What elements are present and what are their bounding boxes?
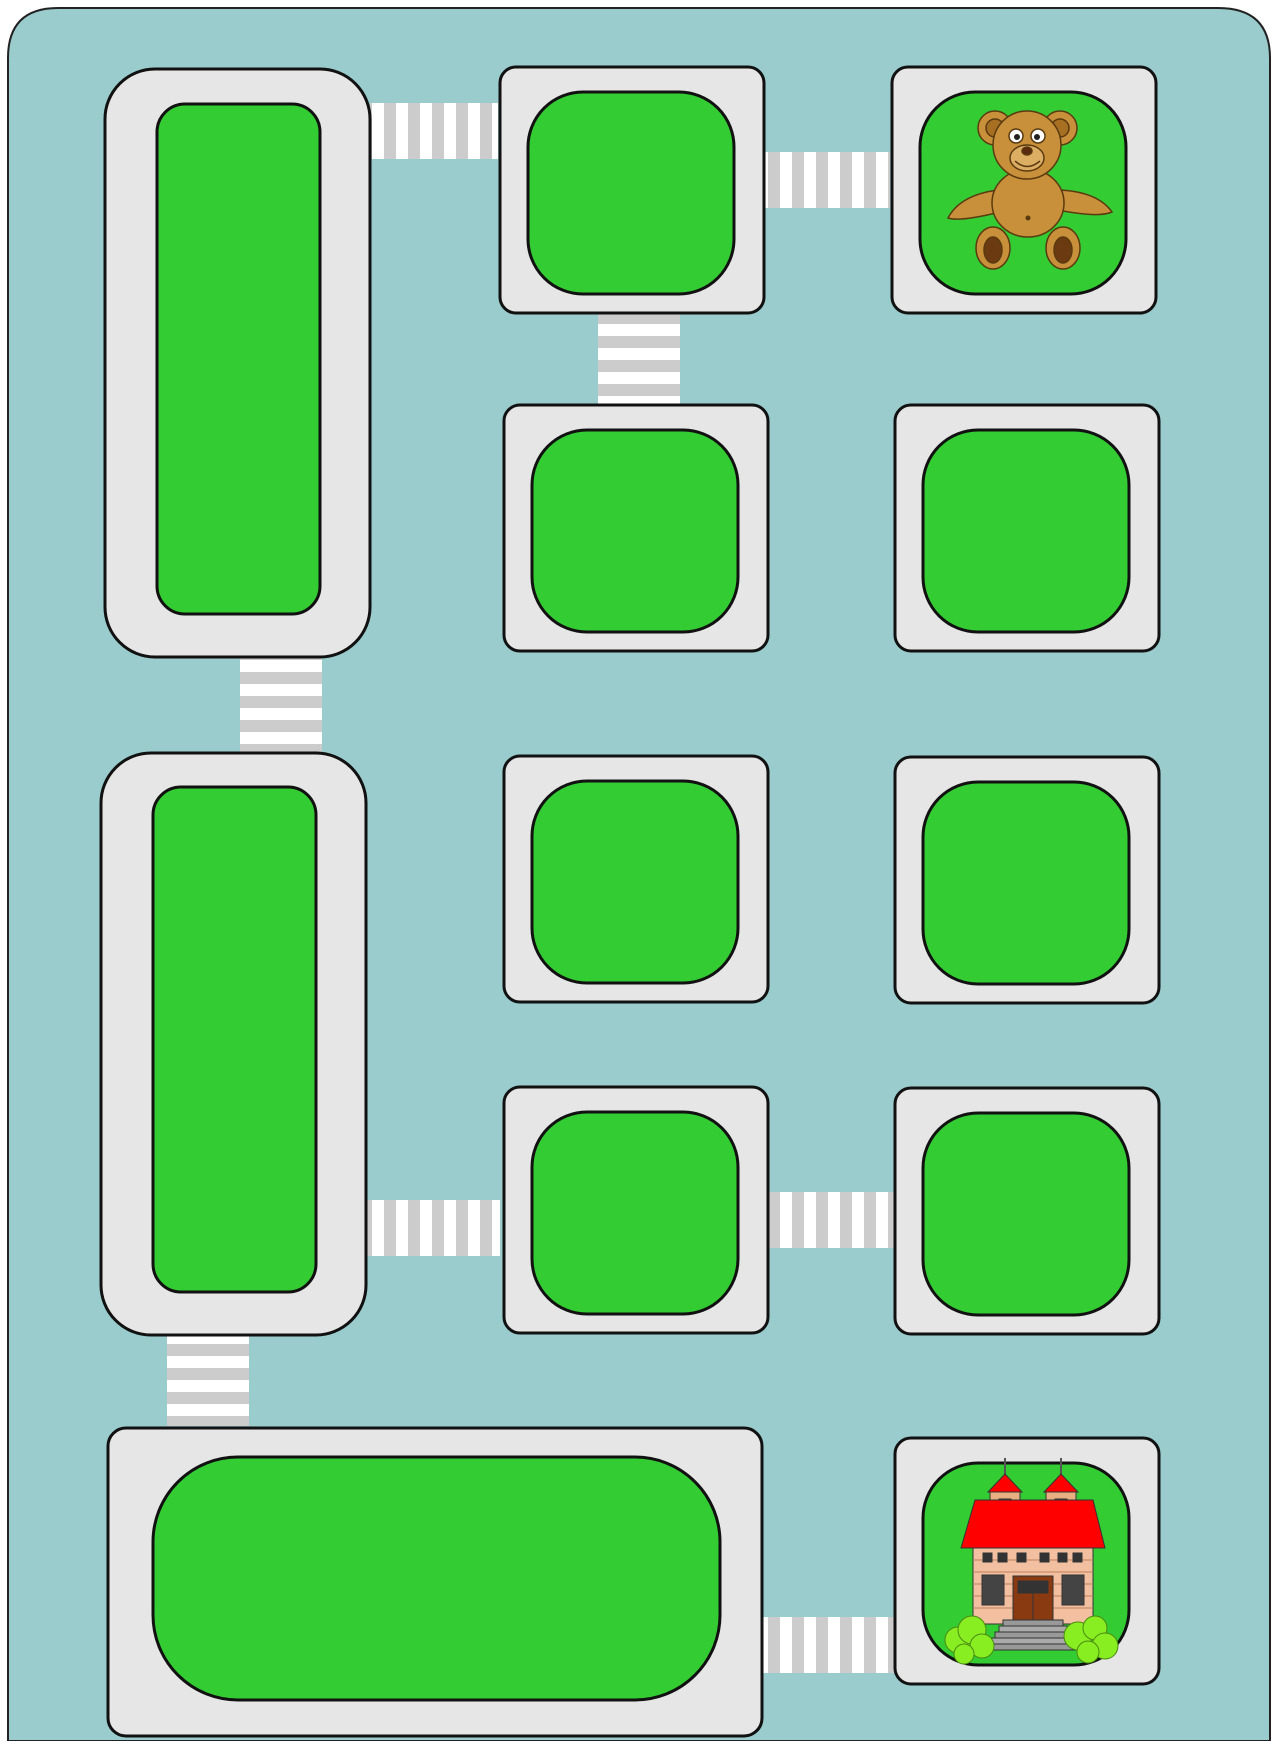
block-square-row3-right[interactable]: [895, 757, 1159, 1003]
block-tall-left-mid[interactable]: [101, 753, 366, 1335]
grass-patch: [528, 92, 734, 294]
crosswalk-h-2[interactable]: [762, 152, 890, 208]
grass-patch: [153, 1457, 720, 1700]
grass-patch: [157, 104, 320, 614]
block-square-row2-right[interactable]: [895, 405, 1159, 651]
block-square-row2-mid[interactable]: [504, 405, 768, 651]
crosswalk-h-3[interactable]: [366, 1200, 500, 1256]
block-square-top-mid[interactable]: [500, 67, 764, 313]
block-tall-left-top[interactable]: [105, 69, 370, 657]
block-square-row4-right[interactable]: [895, 1088, 1159, 1334]
crosswalk-v-3[interactable]: [167, 1330, 249, 1426]
grass-patch: [153, 787, 316, 1292]
grass-patch: [923, 1113, 1129, 1315]
block-square-row4-mid[interactable]: [504, 1087, 768, 1333]
crosswalk-v-2[interactable]: [240, 655, 322, 755]
grass-patch: [532, 781, 738, 983]
grass-patch: [923, 430, 1129, 632]
crosswalk-v-1[interactable]: [598, 312, 680, 404]
block-square-row3-mid[interactable]: [504, 756, 768, 1002]
grass-patch: [532, 430, 738, 632]
grass-patch: [532, 1112, 738, 1314]
crosswalk-h-4[interactable]: [764, 1192, 894, 1248]
block-wide-bottom-left[interactable]: [108, 1428, 762, 1736]
crosswalk-h-5[interactable]: [762, 1617, 896, 1673]
crosswalk-h-1[interactable]: [370, 103, 498, 159]
grass-patch: [923, 782, 1129, 984]
